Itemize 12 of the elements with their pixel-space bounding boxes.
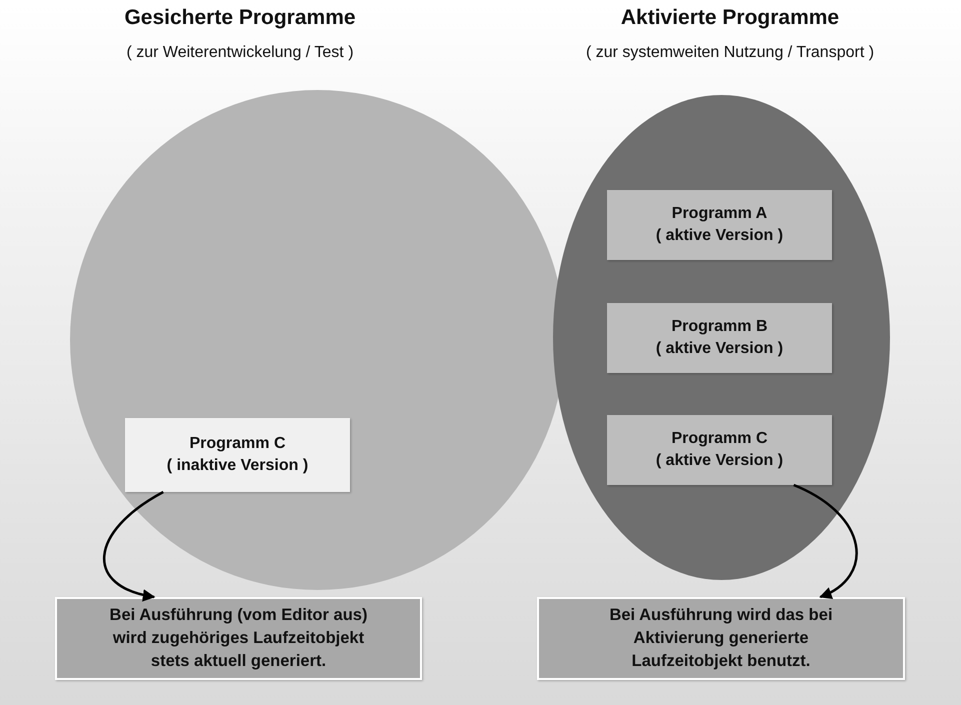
program-box: Programm C ( aktive Version ) xyxy=(607,415,832,485)
group-heading: Aktivierte Programme xyxy=(620,6,840,30)
curved-arrow xyxy=(793,484,858,598)
group-subheading: ( zur systemweiten Nutzung / Transport ) xyxy=(584,44,876,62)
curved-arrow xyxy=(103,490,164,601)
note-box: Bei Ausführung (vom Editor aus) wird zugehöriges Laufzeitobjekt stets aktuell generiert. xyxy=(55,597,422,680)
group-heading: Gesicherte Programme xyxy=(123,6,357,30)
program-box: Programm B ( aktive Version ) xyxy=(607,303,832,373)
program-box: Programm A ( aktive Version ) xyxy=(607,190,832,260)
group-subheading: ( zur Weiterentwickelung / Test ) xyxy=(125,44,355,62)
note-box: Bei Ausführung wird das bei Aktivierung generierte Laufzeitobjekt benutzt. xyxy=(537,597,905,680)
program-box: Programm C ( inaktive Version ) xyxy=(125,418,350,492)
